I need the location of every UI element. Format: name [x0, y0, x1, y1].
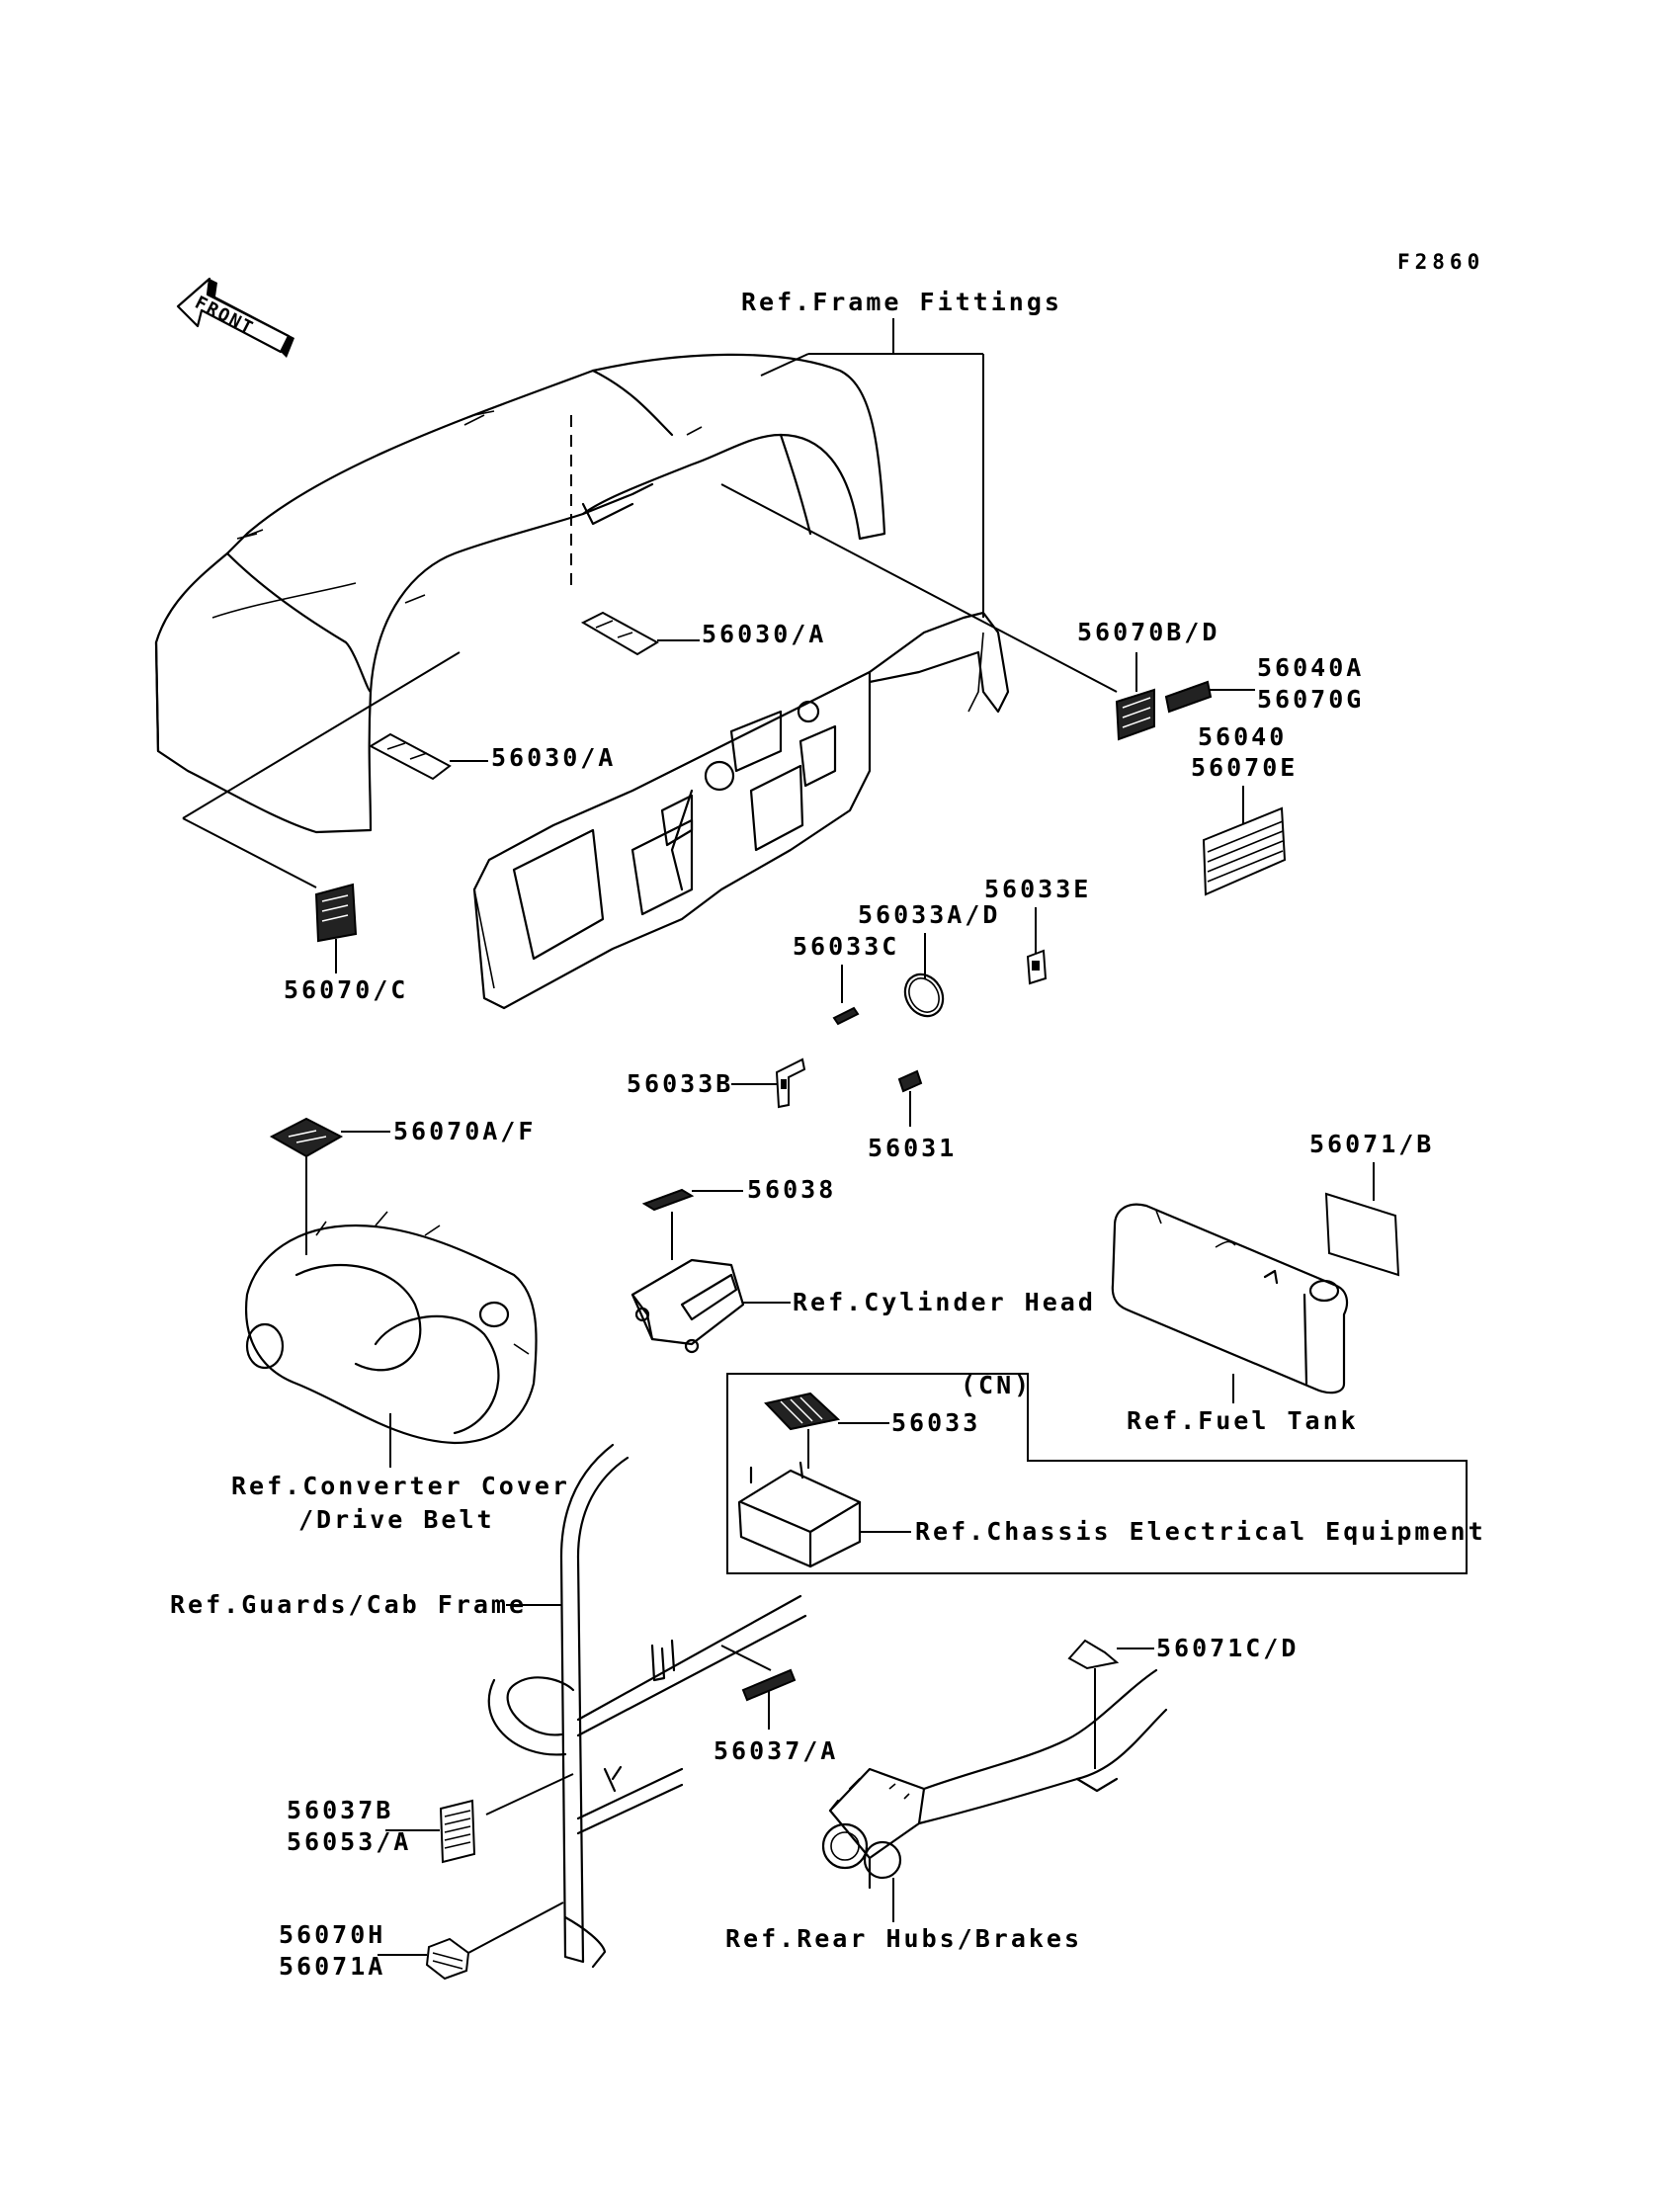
- decal-56033ad: [903, 933, 945, 1018]
- front-fender-part: [154, 353, 886, 834]
- dashboard-panel-part: [472, 611, 1010, 1010]
- label-56070e: 56070E: [1191, 753, 1298, 782]
- cn-box: [726, 1373, 1468, 1574]
- label-56033ad: 56033A/D: [858, 900, 1000, 929]
- transmission-case-part: [245, 1211, 538, 1468]
- decal-56070af: [269, 1117, 390, 1255]
- label-cn: (CN): [961, 1371, 1032, 1399]
- leader-56070bd: [720, 483, 1155, 741]
- label-drive-belt: /Drive Belt: [298, 1505, 495, 1534]
- label-56053a: 56053/A: [287, 1827, 411, 1856]
- decal-56040a: [1164, 680, 1255, 714]
- label-converter-cover: Ref.Converter Cover: [231, 1472, 570, 1500]
- decal-56040: [1202, 786, 1287, 896]
- decal-56033c: [832, 965, 860, 1026]
- label-frame-fittings: Ref.Frame Fittings: [741, 288, 1062, 316]
- label-56030a-left: 56030/A: [491, 743, 616, 772]
- label-56071b: 56071/B: [1309, 1130, 1434, 1158]
- label-56033-cn: 56033: [891, 1408, 980, 1437]
- decal-56033-cn: [764, 1392, 889, 1469]
- decal-56033e: [1026, 907, 1048, 985]
- decal-56038: [641, 1188, 743, 1260]
- label-56070h: 56070H: [279, 1920, 385, 1949]
- figure-code: F2860: [1397, 250, 1484, 274]
- decal-56070h: [378, 1901, 564, 1981]
- label-chassis-electrical: Ref.Chassis Electrical Equipment: [915, 1517, 1486, 1546]
- decal-56071b: [1324, 1162, 1400, 1277]
- cylinder-head-cover-part: [630, 1258, 791, 1354]
- rear-hub-part: [821, 1668, 1168, 1922]
- cab-frame-part: [487, 1443, 807, 1969]
- front-arrow-label: FRONT: [192, 293, 258, 340]
- front-arrow-icon: FRONT: [176, 277, 294, 358]
- label-56040: 56040: [1198, 722, 1287, 751]
- decal-56037a: [741, 1668, 797, 1730]
- label-56037b: 56037B: [287, 1796, 393, 1824]
- decal-56033b: [731, 1057, 806, 1109]
- label-cylinder-head: Ref.Cylinder Head: [793, 1288, 1096, 1316]
- decal-56037b: [385, 1773, 574, 1864]
- label-fuel-tank: Ref.Fuel Tank: [1127, 1406, 1359, 1435]
- label-56070bd: 56070B/D: [1077, 618, 1219, 646]
- frame-fittings-bracket: [760, 318, 984, 618]
- fuel-tank-part: [1111, 1203, 1349, 1403]
- label-56040a: 56040A: [1257, 653, 1364, 682]
- label-56030a-top: 56030/A: [702, 620, 826, 648]
- label-56071a: 56071A: [279, 1952, 385, 1981]
- label-56033e: 56033E: [984, 875, 1091, 903]
- decal-56030a-left: [368, 732, 488, 781]
- label-rear-hubs: Ref.Rear Hubs/Brakes: [725, 1924, 1082, 1953]
- label-56071cd: 56071C/D: [1156, 1634, 1299, 1662]
- label-56070g: 56070G: [1257, 685, 1364, 714]
- label-56038: 56038: [747, 1175, 836, 1204]
- label-56070c: 56070/C: [284, 975, 408, 1004]
- label-56033c: 56033C: [793, 932, 899, 961]
- label-56031: 56031: [868, 1134, 957, 1162]
- electrical-box-part: [737, 1461, 911, 1568]
- label-56070af: 56070A/F: [393, 1117, 536, 1145]
- decal-56071cd: [1067, 1639, 1154, 1769]
- label-56037a: 56037/A: [714, 1736, 838, 1765]
- label-guards-cab-frame: Ref.Guards/Cab Frame: [170, 1590, 527, 1619]
- leader-56070c: [182, 651, 461, 973]
- label-56033b: 56033B: [627, 1069, 733, 1098]
- decal-56031: [897, 1069, 923, 1127]
- decal-56030a-top: [580, 611, 700, 656]
